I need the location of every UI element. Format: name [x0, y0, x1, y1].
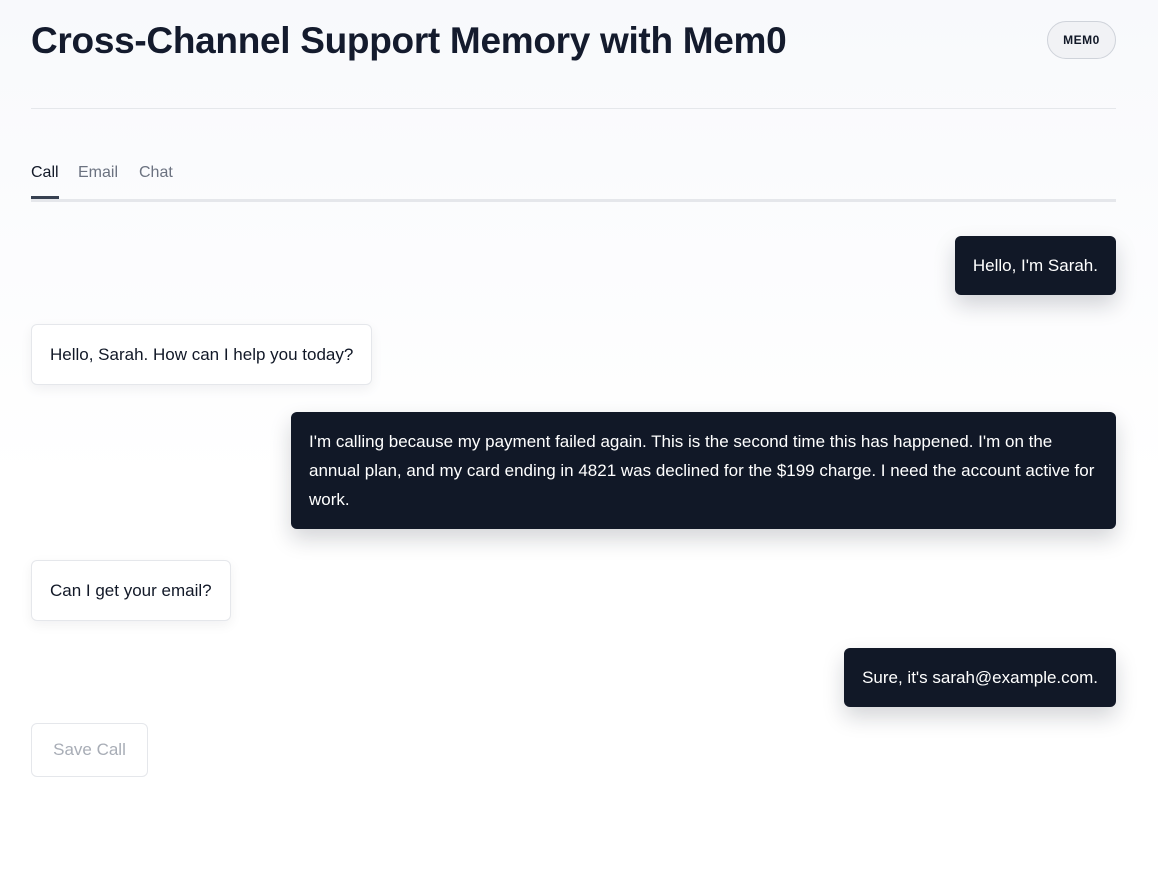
- tab-call[interactable]: Call: [31, 164, 59, 199]
- message-user: Sure, it's sarah@example.com.: [844, 648, 1116, 707]
- mem0-badge[interactable]: MEM0: [1047, 21, 1116, 59]
- header: Cross-Channel Support Memory with Mem0 M…: [31, 0, 1116, 109]
- channel-tabs: Call Email Chat: [31, 150, 1116, 202]
- message-agent: Can I get your email?: [31, 560, 231, 621]
- message-user: I'm calling because my payment failed ag…: [291, 412, 1116, 529]
- tab-chat[interactable]: Chat: [139, 164, 173, 181]
- page-title: Cross-Channel Support Memory with Mem0: [31, 20, 787, 61]
- message-user: Hello, I'm Sarah.: [954, 236, 1116, 295]
- tab-email[interactable]: Email: [78, 164, 119, 181]
- page: Cross-Channel Support Memory with Mem0 M…: [31, 0, 1116, 777]
- save-call-button[interactable]: Save Call: [31, 723, 148, 777]
- message-agent: Hello, Sarah. How can I help you today?: [31, 324, 373, 385]
